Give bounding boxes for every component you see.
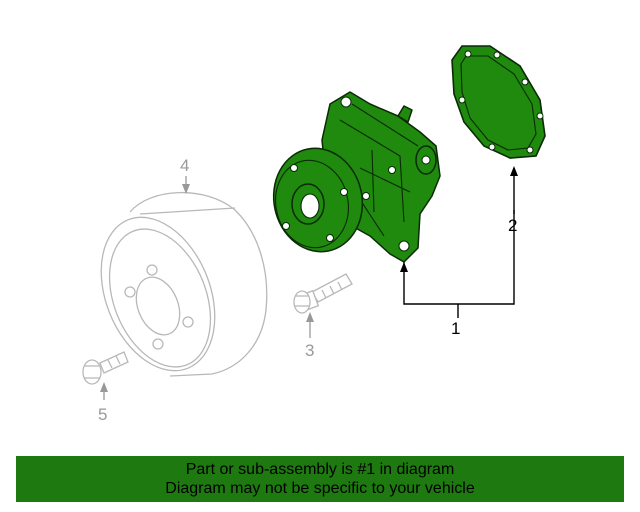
callout-4: 4 xyxy=(180,156,189,175)
bolt-part[interactable] xyxy=(82,351,129,385)
gasket-part[interactable] xyxy=(451,45,546,159)
leader-lines xyxy=(100,166,518,400)
pulley-part[interactable] xyxy=(80,191,268,388)
banner-line-1: Part or sub-assembly is #1 in diagram xyxy=(185,461,455,478)
bolt-part[interactable] xyxy=(293,273,353,314)
banner-line-2: Diagram may not be specific to your vehi… xyxy=(165,480,475,497)
water-pump-part[interactable] xyxy=(264,91,441,263)
parts-diagram: 1 2 3 4 5 xyxy=(80,45,546,424)
info-banner: Part or sub-assembly is #1 in diagram Di… xyxy=(16,456,624,502)
callout-1: 1 xyxy=(451,319,460,338)
callout-5: 5 xyxy=(98,405,107,424)
callout-3: 3 xyxy=(305,341,314,360)
callout-2: 2 xyxy=(508,216,517,235)
